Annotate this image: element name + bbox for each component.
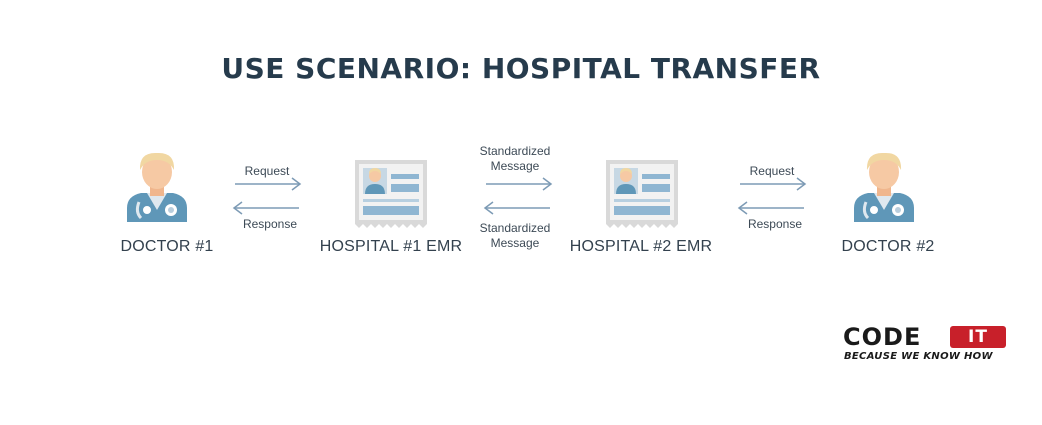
edge-label-line: Message xyxy=(490,236,540,250)
edge-label-response: Response xyxy=(747,217,803,231)
edge-label-request: Request xyxy=(749,164,795,178)
edge-label-standardized-message: Standardized Message xyxy=(470,221,560,251)
node-label-hospital-2-emr: HOSPITAL #2 EMR xyxy=(569,238,713,255)
edge-label-response: Response xyxy=(242,217,298,231)
logo-badge: IT xyxy=(950,326,1006,348)
arrow-left-icon xyxy=(483,201,550,215)
edge-label-line: Standardized xyxy=(479,221,551,235)
doctor-icon xyxy=(127,152,187,222)
node-label-doctor-1: DOCTOR #1 xyxy=(120,238,214,255)
emr-record-icon xyxy=(355,160,427,228)
logo-tagline: BECAUSE WE KNOW HOW xyxy=(844,351,993,362)
logo-wordmark: CODE xyxy=(843,323,922,351)
arrow-right-icon xyxy=(486,177,553,191)
arrow-right-icon xyxy=(740,177,807,191)
diagram-title: USE SCENARIO: HOSPITAL TRANSFER xyxy=(221,52,821,85)
edge-label-request: Request xyxy=(244,164,290,178)
arrow-right-icon xyxy=(235,177,302,191)
doctor-icon xyxy=(854,152,914,222)
emr-record-icon xyxy=(606,160,678,228)
node-label-hospital-1-emr: HOSPITAL #1 EMR xyxy=(319,238,463,255)
node-label-doctor-2: DOCTOR #2 xyxy=(841,238,935,255)
edge-label-line: Message xyxy=(490,159,540,173)
edge-label-standardized-message: Standardized Message xyxy=(470,144,560,174)
arrow-left-icon xyxy=(737,201,804,215)
company-logo: CODE IT BECAUSE WE KNOW HOW xyxy=(843,324,1008,364)
edge-label-line: Standardized xyxy=(479,144,551,158)
arrow-left-icon xyxy=(232,201,299,215)
